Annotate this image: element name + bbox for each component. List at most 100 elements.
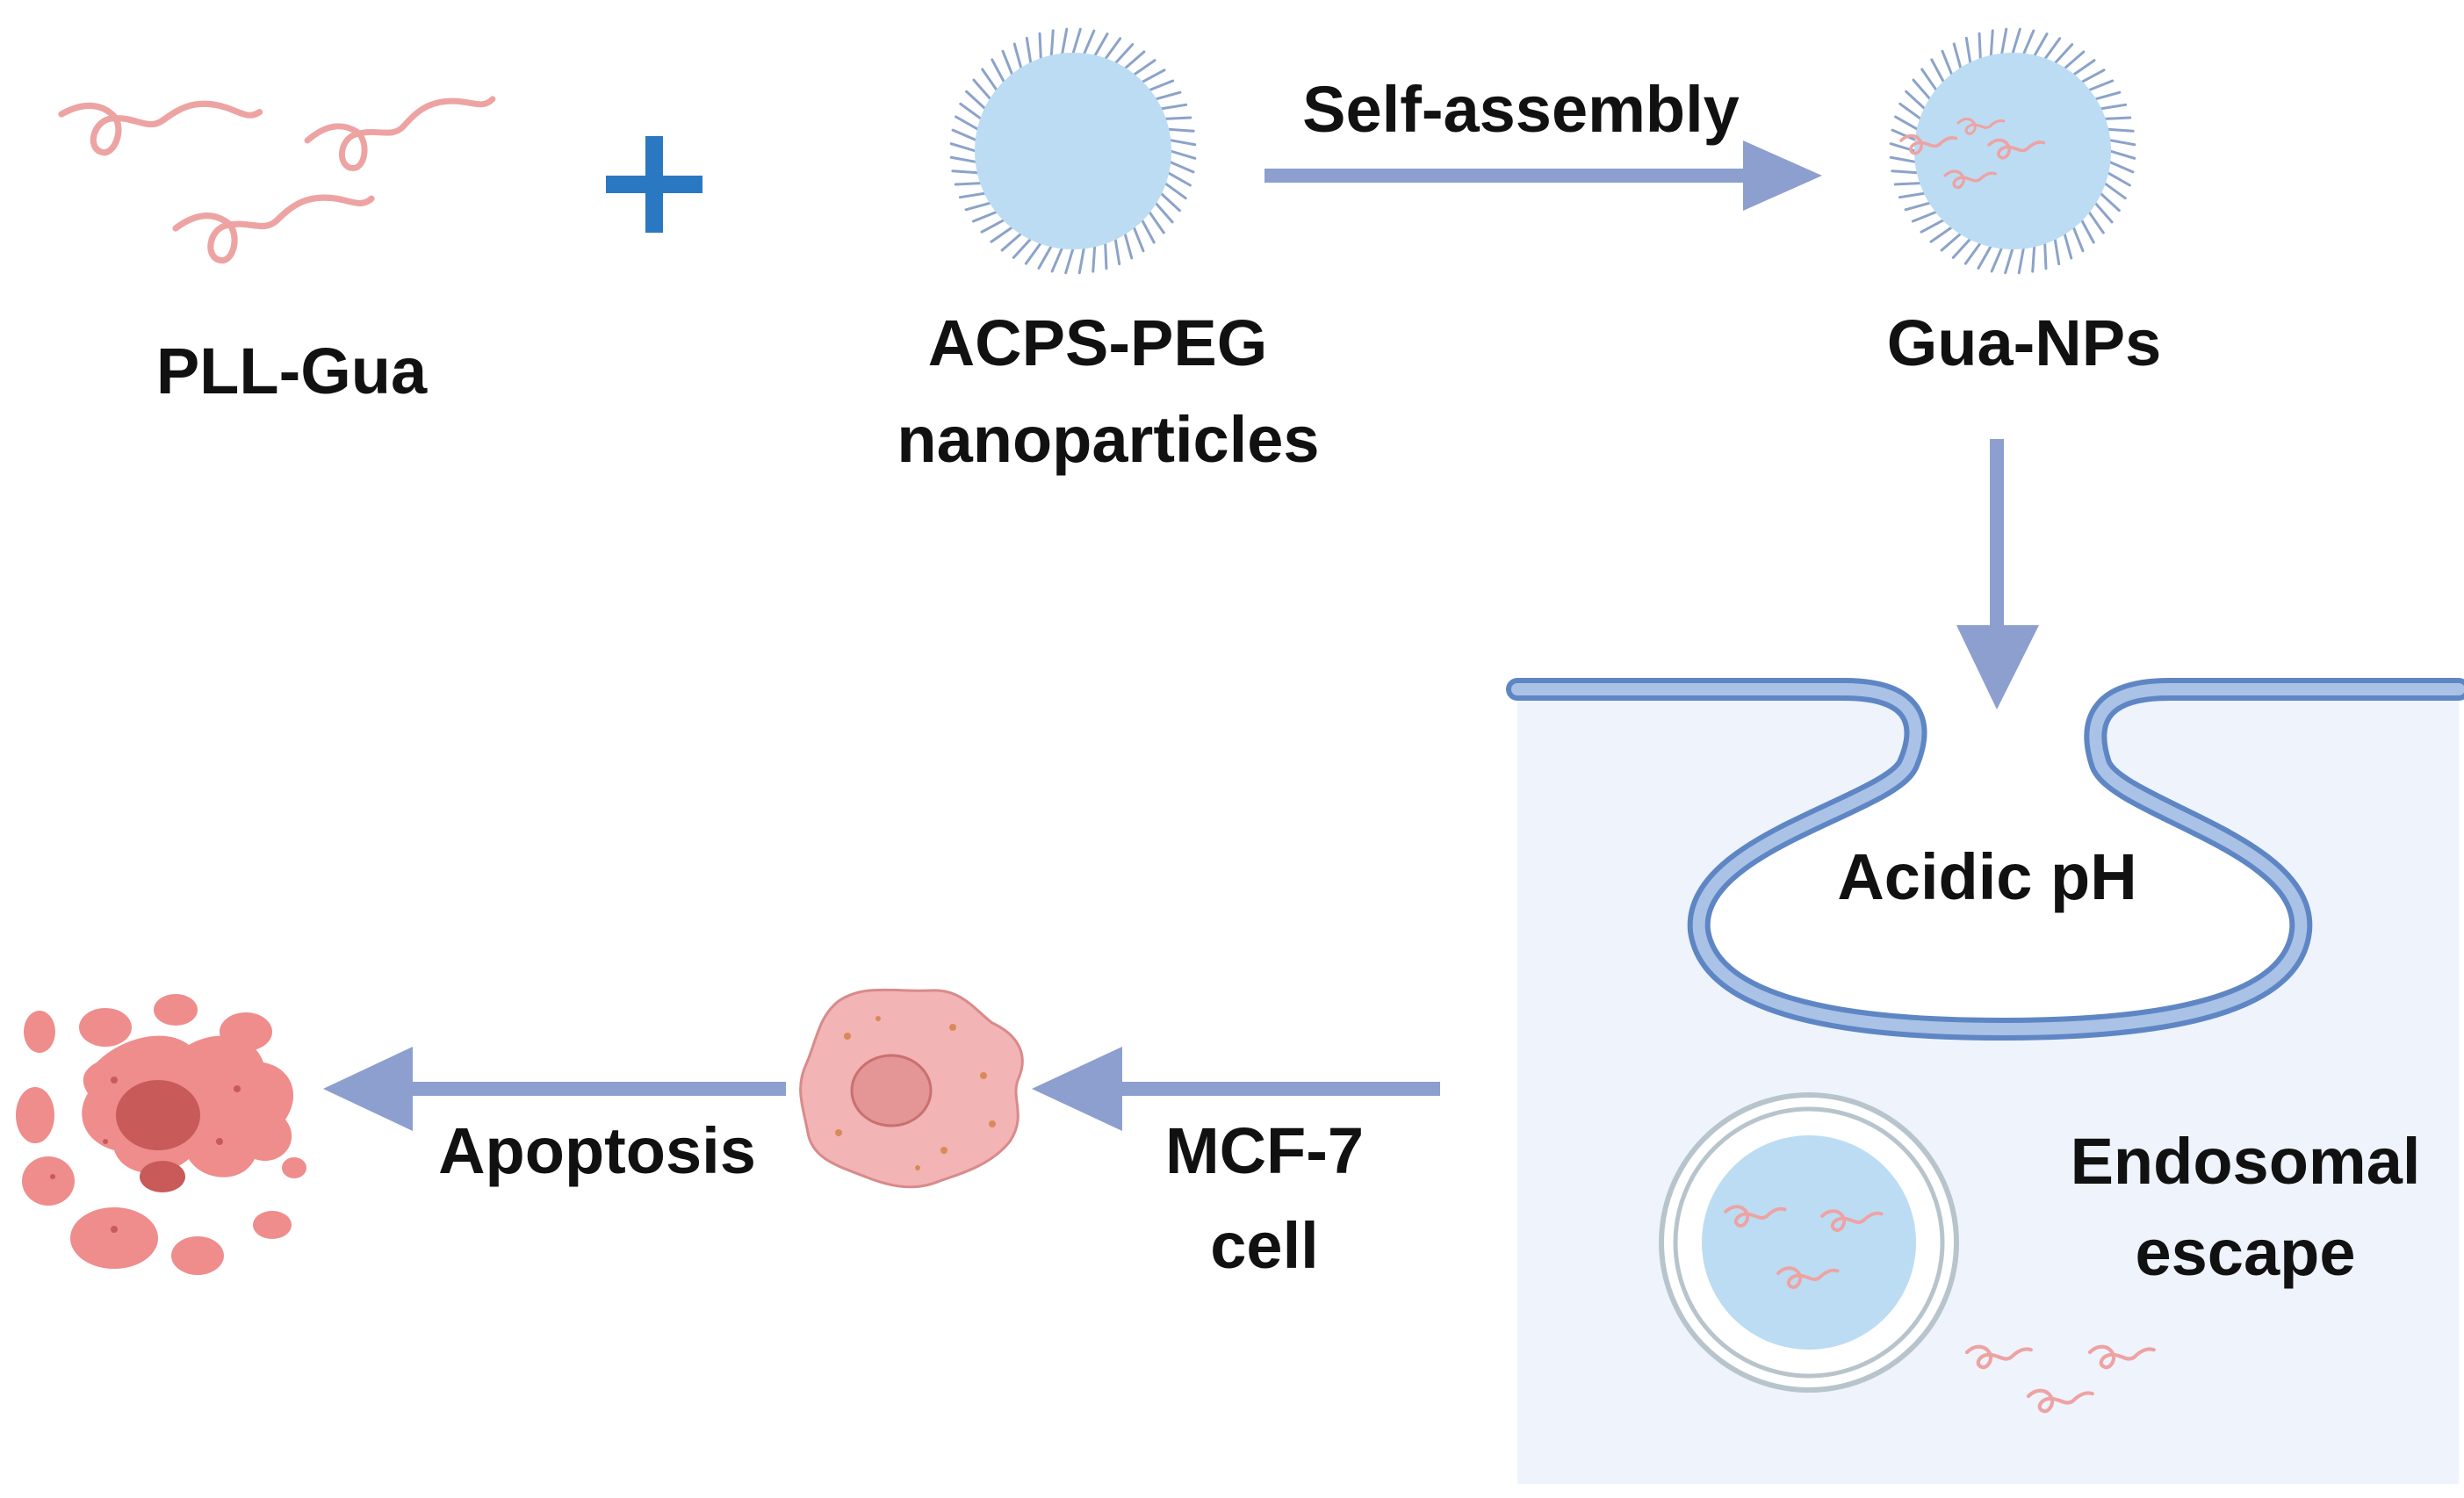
peg-ligand xyxy=(1024,241,1042,265)
label-pll-gua: PLL-Gua xyxy=(156,335,428,407)
peg-ligand xyxy=(1891,169,1920,175)
peg-ligand xyxy=(1064,247,1075,275)
peg-ligand xyxy=(1123,232,1134,260)
peg-ligand xyxy=(2103,182,2127,200)
peg-ligand xyxy=(980,218,1006,234)
label-self-assembly: Self-assembly xyxy=(1302,73,1740,146)
arrow-down xyxy=(1956,439,2039,709)
peg-ligand xyxy=(1963,241,1982,265)
peg-ligand xyxy=(1049,29,1055,58)
peg-ligand xyxy=(990,226,1014,243)
peg-ligand xyxy=(981,68,998,92)
label-apoptosis: Apoptosis xyxy=(438,1114,756,1187)
peg-ligand xyxy=(1889,155,1918,163)
endosome xyxy=(1659,1092,1959,1393)
peg-ligand xyxy=(2063,50,2086,70)
arrow-self-assembly xyxy=(1264,140,1822,211)
peg-ligand xyxy=(2087,79,2115,92)
peg-ligand xyxy=(2021,29,2035,56)
peg-ligand xyxy=(1930,58,1946,84)
peg-ligand xyxy=(2043,241,2048,270)
peg-ligand xyxy=(2053,43,2074,65)
label-acidic-ph: Acidic pH xyxy=(1837,840,2136,913)
peg-ligand xyxy=(1159,103,1188,111)
mcf7-cell xyxy=(799,988,1024,1189)
peg-ligand xyxy=(1169,149,1197,160)
peg-ligand xyxy=(1140,218,1156,244)
peg-ligand xyxy=(2079,68,2106,84)
pll-gua-polymers xyxy=(61,91,501,266)
label-gua-nps: Gua-NPs xyxy=(1887,306,2162,379)
peg-ligand xyxy=(2106,171,2131,187)
peg-ligand xyxy=(1920,68,1938,92)
peg-ligand xyxy=(1940,232,1963,252)
plus-icon xyxy=(606,136,702,233)
peg-ligand xyxy=(1168,139,1197,147)
peg-ligand xyxy=(1071,27,1082,55)
peg-ligand xyxy=(2063,232,2073,260)
label-endosomal: Endosomal xyxy=(2071,1125,2421,1198)
peg-ligand xyxy=(1978,32,1982,61)
peg-ligand xyxy=(2087,210,2105,234)
peg-ligand xyxy=(1012,42,1023,70)
peg-ligand xyxy=(2093,201,2114,224)
peg-ligand xyxy=(1154,90,1182,101)
peg-ligand xyxy=(1904,201,1932,212)
peg-ligand xyxy=(965,90,987,111)
peg-ligand xyxy=(1166,171,1192,187)
label-mcf7: MCF-7 xyxy=(1165,1114,1364,1187)
peg-ligand xyxy=(1168,160,1195,174)
peg-ligand xyxy=(1050,246,1064,273)
peg-ligand xyxy=(959,102,983,120)
peg-ligand xyxy=(2099,103,2128,111)
peg-ligand xyxy=(1001,49,1014,76)
peg-ligand xyxy=(972,78,992,101)
peg-ligand xyxy=(1077,246,1085,275)
peg-ligand xyxy=(2108,149,2136,160)
peg-ligand xyxy=(1894,115,1920,131)
peg-ligand xyxy=(1920,218,1946,234)
peg-ligand xyxy=(1164,116,1192,120)
peg-ligand xyxy=(958,191,987,199)
peg-ligand xyxy=(1140,68,1166,84)
peg-ligand xyxy=(964,201,992,212)
peg-ligand xyxy=(1164,182,1187,200)
gua-nps-nanoparticle xyxy=(1889,27,2136,275)
peg-ligand xyxy=(1132,226,1145,253)
peg-ligand xyxy=(2033,32,2049,58)
peg-ligand xyxy=(1037,244,1053,270)
peg-ligand xyxy=(1113,43,1135,65)
peg-ligand xyxy=(1990,246,2004,273)
peg-ligand xyxy=(2099,191,2121,212)
peg-ligand xyxy=(1000,232,1023,252)
peg-ligand xyxy=(2031,244,2036,273)
peg-ligand xyxy=(1148,79,1175,92)
peg-ligand xyxy=(1911,210,1938,223)
peg-ligand xyxy=(1964,36,1972,65)
peg-ligand xyxy=(955,115,980,131)
peg-ligand xyxy=(991,58,1006,84)
peg-ligand xyxy=(1898,102,1922,120)
peg-ligand xyxy=(1113,237,1121,266)
peg-ligand xyxy=(2053,237,2061,266)
peg-ligand xyxy=(1012,237,1033,259)
peg-ligand xyxy=(951,169,980,175)
peg-ligand xyxy=(2093,90,2122,101)
peg-ligand xyxy=(2017,246,2025,275)
label-nanoparticles: nanoparticles xyxy=(897,403,1319,476)
arrow-to-mcf7 xyxy=(1032,1047,1440,1131)
peg-ligand xyxy=(1104,37,1122,61)
peg-ligand xyxy=(2043,37,2062,61)
peg-ligand xyxy=(2103,116,2132,120)
peg-ligand xyxy=(1898,191,1927,199)
peg-ligand xyxy=(951,128,978,142)
label-cell: cell xyxy=(1210,1209,1318,1282)
peg-ligand xyxy=(1154,201,1174,224)
peg-ligand xyxy=(949,155,978,163)
label-acps-peg: ACPS-PEG xyxy=(928,306,1268,379)
peg-ligand xyxy=(2107,160,2135,174)
peg-ligand xyxy=(1061,27,1069,56)
apoptotic-cell xyxy=(16,994,306,1275)
